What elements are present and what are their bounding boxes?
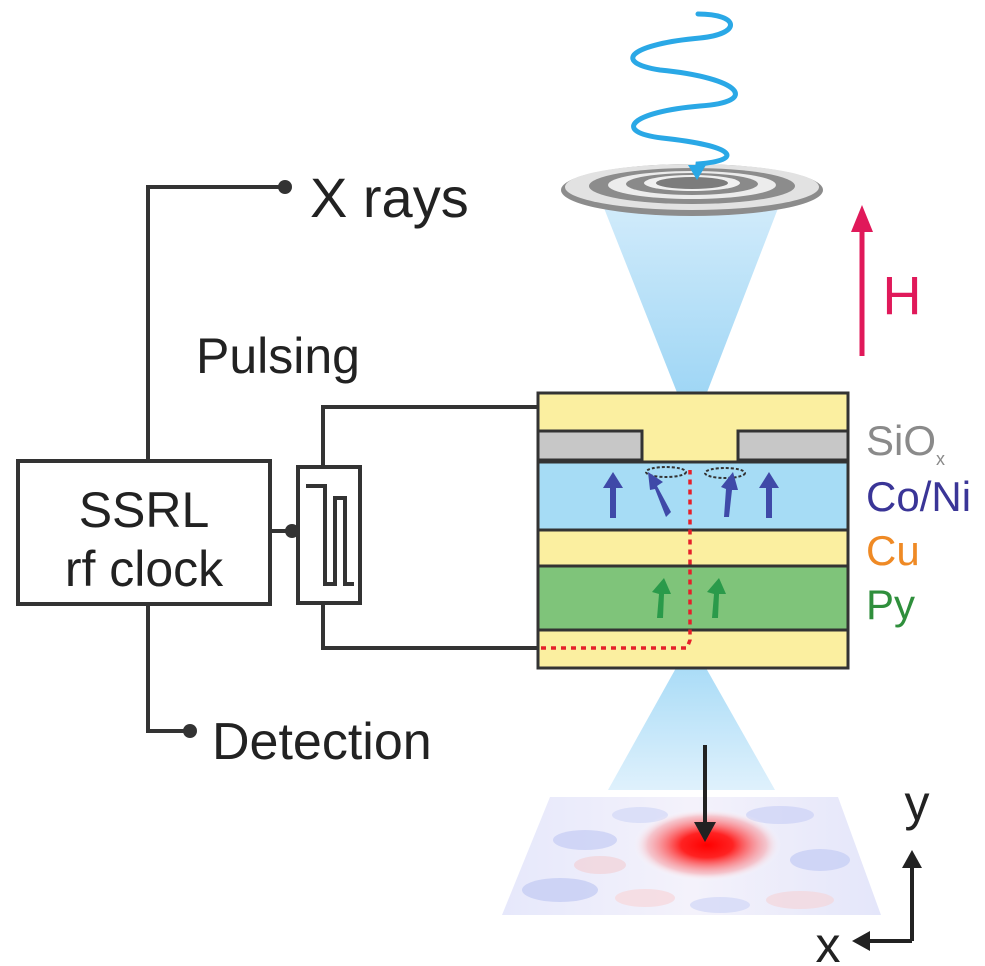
detection-label: Detection: [212, 713, 432, 771]
xray-beam-lower: [608, 668, 775, 790]
field-label: H: [883, 266, 922, 326]
polarized-xray-helix-icon: [630, 11, 738, 180]
pulse-generator-box: [296, 465, 362, 605]
clock-label-line2: rf clock: [65, 541, 224, 597]
pulse-waveform-icon: [306, 484, 354, 586]
sio-layer: [536, 429, 644, 462]
clock-junction: [285, 524, 299, 538]
precession-orbit-right: [704, 467, 746, 479]
magnetization-map: [502, 797, 881, 915]
magnetization-hotspot: [633, 809, 781, 881]
xy-axes-icon: [852, 850, 922, 951]
rf-clock-box: [16, 459, 272, 606]
magnetic-field-arrow-icon: [851, 205, 873, 356]
current-path: [541, 470, 692, 650]
coni-label: Co/Ni: [866, 473, 971, 520]
sio-label: SiOx: [866, 417, 945, 469]
xray-beam-upper: [600, 198, 782, 395]
transmission-arrow-icon: [694, 745, 716, 842]
sample-stack: [536, 391, 850, 670]
cu-label: Cu: [866, 527, 920, 574]
detection-terminal: [183, 724, 197, 738]
axis-x-label: x: [816, 917, 841, 966]
xrays-terminal: [278, 180, 292, 194]
clock-label-line1: SSRL: [79, 482, 210, 538]
precession-orbit-left: [645, 466, 687, 478]
circuit-wires: [146, 185, 538, 733]
coni-layer: [536, 460, 850, 532]
py-spin-arrows-icon: [652, 578, 726, 618]
py-layer: [536, 564, 850, 632]
xrays-label: X rays: [310, 166, 469, 229]
py-label: Py: [866, 581, 915, 628]
pulsing-label: Pulsing: [196, 328, 360, 384]
axis-y-label: y: [905, 775, 930, 831]
zone-plate: [561, 164, 823, 216]
coni-spin-arrows-icon: [603, 472, 779, 518]
